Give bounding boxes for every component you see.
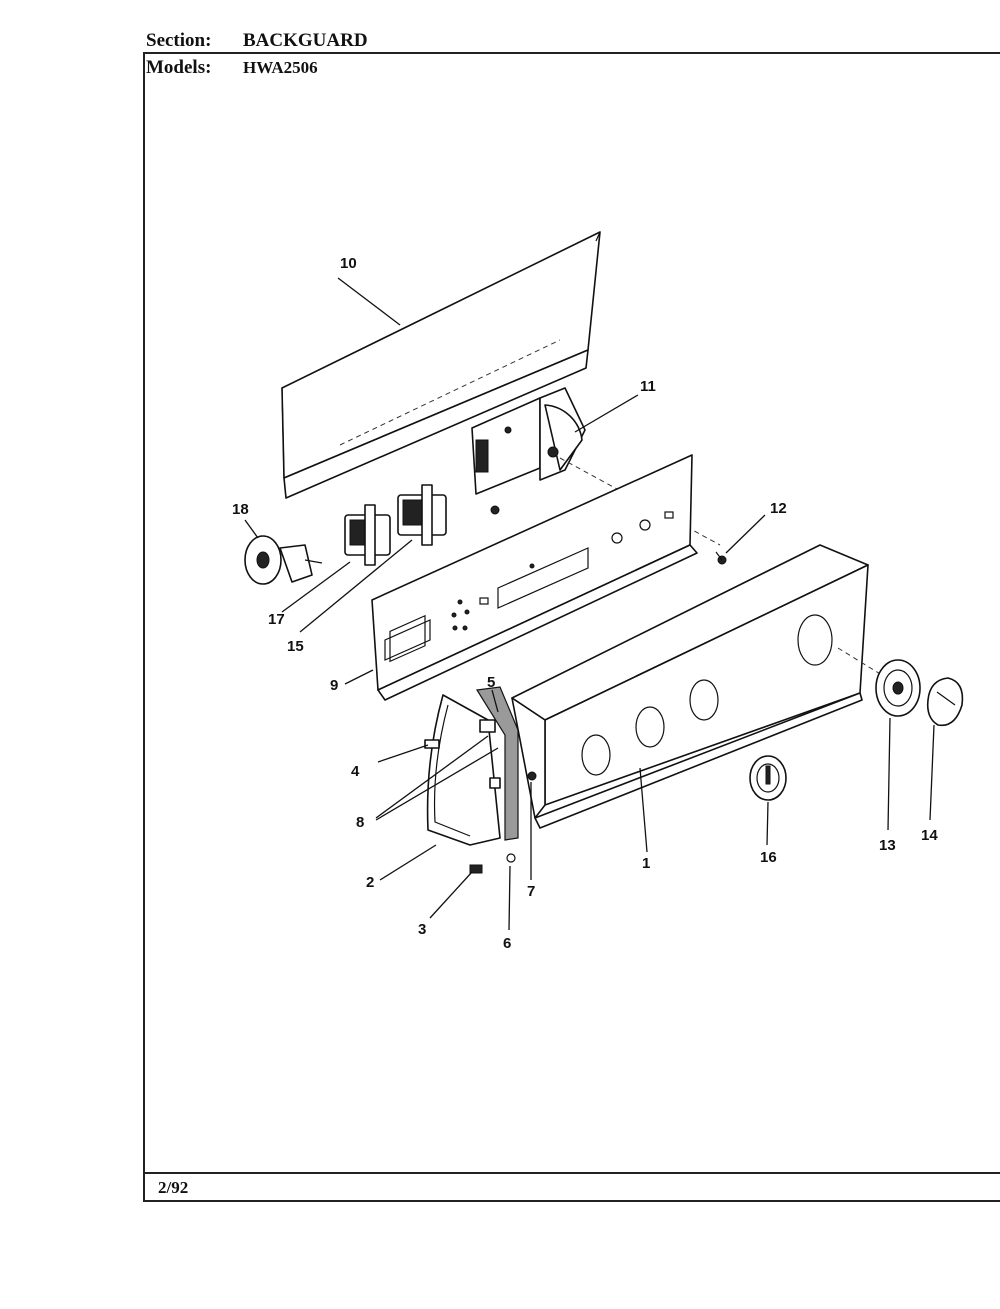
washer-part-6: [506, 853, 516, 863]
callout-13: 13: [879, 837, 896, 854]
screw-part-7: [527, 771, 537, 781]
knob-skirt: [875, 659, 921, 717]
callout-1: 1: [642, 855, 650, 872]
callout-6: 6: [503, 935, 511, 952]
switch-part-18: [244, 535, 323, 585]
knob-part-16: [749, 755, 787, 801]
timer: [471, 387, 721, 546]
clip-part-4: [424, 739, 440, 749]
callout-8: 8: [356, 814, 364, 831]
footer-date: 2/92: [158, 1178, 189, 1197]
callout-12: 12: [770, 500, 787, 517]
footer-rule: [143, 1172, 1000, 1174]
callout-4: 4: [351, 763, 360, 780]
screw-part-12: [715, 551, 727, 565]
end-cap: [426, 694, 501, 846]
rear-cover-panel: [281, 231, 601, 499]
knob-part-14: [926, 677, 964, 727]
section-label: Section:: [146, 30, 212, 51]
diagram-frame: [143, 52, 1000, 1202]
callout-2: 2: [366, 874, 374, 891]
switch-part-15: [397, 484, 447, 546]
callout-14: 14: [921, 827, 938, 844]
callout-10: 10: [340, 255, 357, 272]
backguard-housing: [511, 544, 891, 829]
callout-11: 11: [640, 378, 656, 395]
callout-17: 17: [268, 611, 285, 628]
callout-7: 7: [527, 883, 535, 900]
switch-part-17: [344, 504, 391, 566]
callout-5: 5: [487, 674, 495, 691]
callout-15: 15: [287, 638, 304, 655]
callout-16: 16: [760, 849, 777, 866]
callout-9: 9: [330, 677, 338, 694]
clip-part-3: [469, 864, 483, 874]
control-panel: [371, 454, 698, 701]
models-label: Models:: [146, 57, 212, 78]
callout-18: 18: [232, 501, 249, 518]
section-value: BACKGUARD: [243, 30, 368, 51]
trim-strip: [475, 686, 519, 841]
callout-3: 3: [418, 921, 426, 938]
models-value: HWA2506: [243, 58, 318, 77]
